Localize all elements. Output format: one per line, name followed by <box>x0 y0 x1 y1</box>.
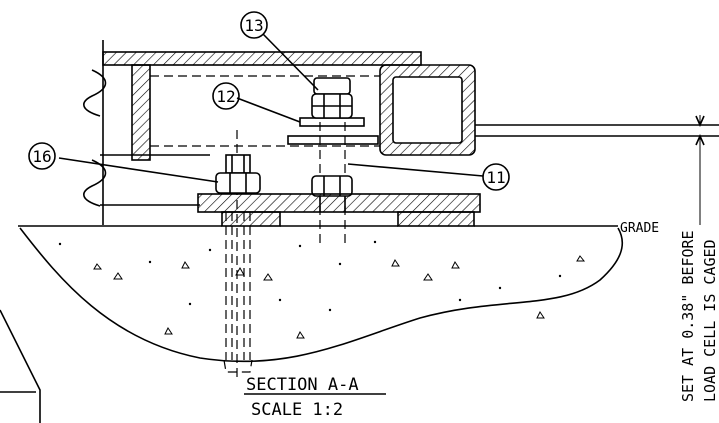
balloon-16: 16 <box>28 142 56 170</box>
bolt-assembly-right <box>311 77 353 245</box>
note-line-1: SET AT 0.38" BEFORE <box>679 230 697 402</box>
anchor-bolt-left <box>215 130 261 380</box>
left-web <box>83 64 210 207</box>
partial-view-fragment <box>0 309 41 423</box>
balloon-12-text: 12 <box>216 87 235 106</box>
note-line-2: LOAD CELL IS CAGED <box>701 239 719 402</box>
balloon-11: 11 <box>482 163 510 191</box>
balloon-13-text: 13 <box>244 16 263 35</box>
leaders <box>58 33 484 183</box>
aggregate-dots <box>58 240 562 312</box>
plate-12 <box>287 117 379 145</box>
square-tube <box>379 64 476 156</box>
balloon-16-text: 16 <box>32 147 51 166</box>
hidden-lines <box>150 75 380 147</box>
scale-label: SCALE 1:2 <box>251 400 343 420</box>
base-plate <box>197 193 481 227</box>
top-channel <box>102 40 422 225</box>
balloon-12: 12 <box>212 82 240 110</box>
aggregate-marks <box>93 255 586 339</box>
balloon-13: 13 <box>240 11 268 39</box>
section-title: SECTION A-A <box>246 375 359 395</box>
concrete-footing <box>18 225 624 363</box>
balloon-11-text: 11 <box>486 168 505 187</box>
reference-lines <box>475 115 719 225</box>
grade-label: GRADE <box>620 221 659 236</box>
